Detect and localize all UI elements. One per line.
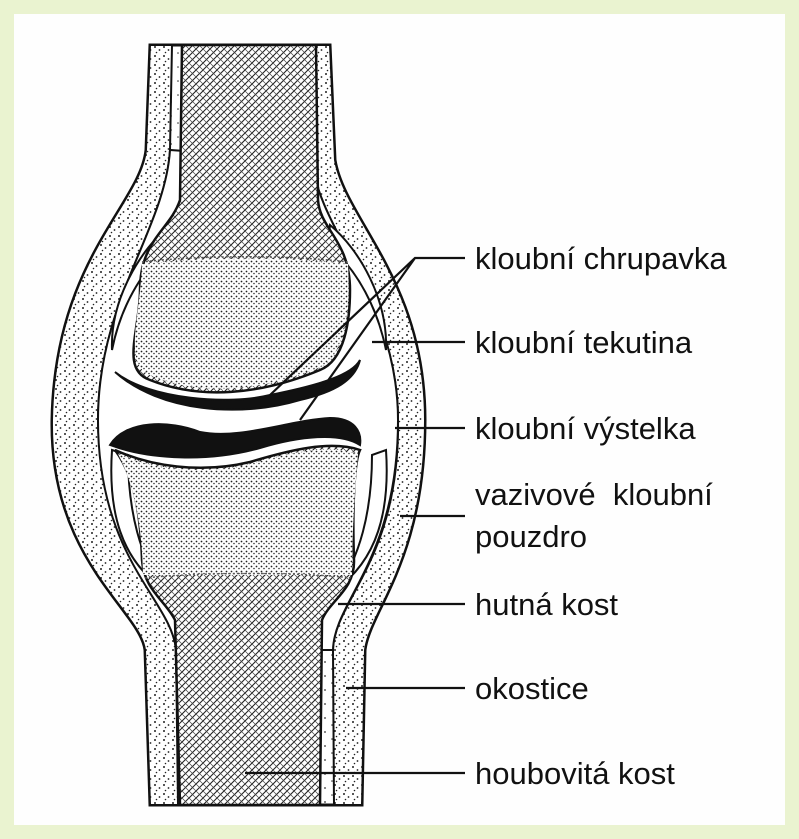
lower-epiphysis xyxy=(118,449,358,575)
label-compact-bone: hutná kost xyxy=(475,587,618,622)
label-capsule-line1: vazivové kloubní xyxy=(475,477,713,512)
label-capsule-line2: pouzdro xyxy=(475,519,587,554)
label-cartilage: kloubní chrupavka xyxy=(475,241,727,276)
label-synovial-fluid: kloubní tekutina xyxy=(475,325,693,360)
label-spongy-bone: houbovitá kost xyxy=(475,756,675,791)
label-synovial-membrane: kloubní výstelka xyxy=(475,411,696,446)
label-periosteum: okostice xyxy=(475,671,589,706)
